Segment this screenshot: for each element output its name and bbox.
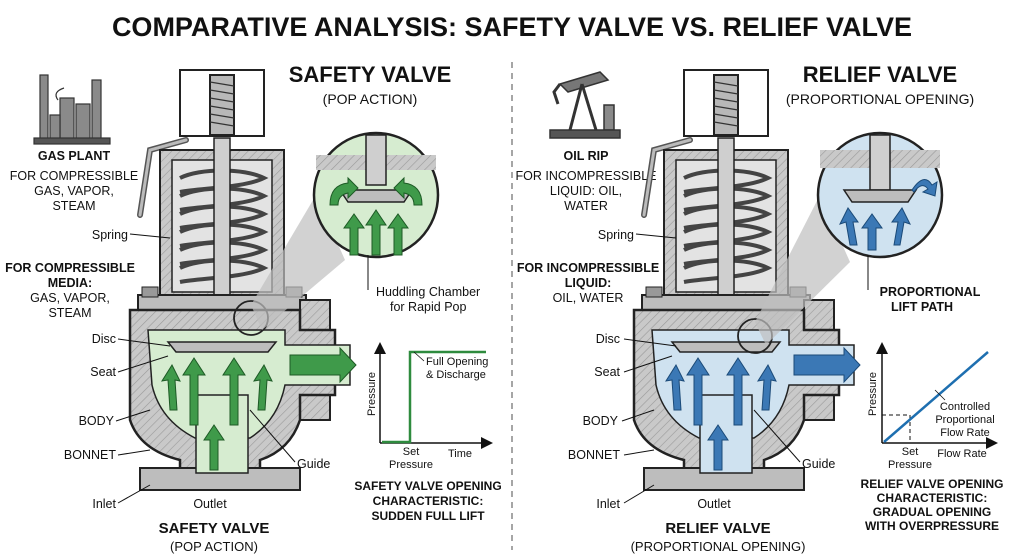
relief-char-caption-2: CHARACTERISTIC: bbox=[877, 491, 988, 505]
safety-plot-xtick-2: Pressure bbox=[389, 459, 433, 471]
relief-characteristic-plot bbox=[876, 342, 998, 449]
relief-plot-xtick-1: Set bbox=[902, 446, 919, 458]
safety-service-line-3: STEAM bbox=[52, 199, 95, 213]
safety-heading: SAFETY VALVE bbox=[289, 62, 452, 87]
safety-plant-label: GAS PLANT bbox=[38, 149, 111, 163]
safety-media-plain-1: GAS, VAPOR, bbox=[30, 291, 110, 305]
relief-zoom-bubble bbox=[816, 131, 944, 259]
safety-panel: GAS PLANT FOR COMPRESSIBLE GAS, VAPOR, S… bbox=[5, 62, 502, 554]
relief-label-guide: Guide bbox=[802, 457, 835, 471]
page-title: COMPARATIVE ANALYSIS: SAFETY VALVE VS. R… bbox=[112, 12, 912, 42]
safety-bottom-title: SAFETY VALVE bbox=[159, 520, 270, 537]
relief-char-caption-1: RELIEF VALVE OPENING bbox=[861, 477, 1004, 491]
relief-panel: OIL RIP FOR INCOMPRESSIBLE LIQUID: OIL, … bbox=[516, 62, 1004, 554]
relief-plot-xlabel: Flow Rate bbox=[937, 448, 987, 460]
relief-bottom-subtitle: (PROPORTIONAL OPENING) bbox=[631, 539, 806, 554]
safety-plot-xlabel: Time bbox=[448, 448, 472, 460]
safety-zoom-caption-2: for Rapid Pop bbox=[390, 300, 466, 314]
relief-bottom-title: RELIEF VALVE bbox=[665, 520, 770, 537]
safety-char-caption-2: CHARACTERISTIC: bbox=[373, 494, 484, 508]
safety-char-caption-3: SUDDEN FULL LIFT bbox=[371, 509, 485, 523]
relief-service-line-1: FOR INCOMPRESSIBLE bbox=[516, 169, 657, 183]
safety-label-inlet: Inlet bbox=[92, 497, 116, 511]
safety-plot-xtick-1: Set bbox=[403, 446, 420, 458]
relief-media-bold-2: LIQUID: bbox=[565, 276, 612, 290]
safety-label-outlet: Outlet bbox=[193, 497, 227, 511]
relief-heading: RELIEF VALVE bbox=[803, 62, 957, 87]
relief-label-disc: Disc bbox=[596, 332, 620, 346]
safety-label-bonnet: BONNET bbox=[64, 448, 116, 462]
relief-subheading: (PROPORTIONAL OPENING) bbox=[786, 91, 974, 107]
safety-plot-annotation-2: & Discharge bbox=[426, 369, 486, 381]
relief-plot-annotation-1: Controlled bbox=[940, 401, 990, 413]
relief-service-line-3: WATER bbox=[564, 199, 608, 213]
safety-subheading: (POP ACTION) bbox=[323, 91, 418, 107]
safety-media-bold-2: MEDIA: bbox=[48, 276, 92, 290]
relief-media-bold-1: FOR INCOMPRESSIBLE bbox=[517, 261, 659, 275]
safety-label-body: BODY bbox=[79, 414, 115, 428]
safety-char-caption-1: SAFETY VALVE OPENING bbox=[354, 479, 501, 493]
safety-bottom-subtitle: (POP ACTION) bbox=[170, 539, 258, 554]
safety-plot-annotation-1: Full Opening bbox=[426, 356, 488, 368]
relief-zoom-caption-1: PROPORTIONAL bbox=[880, 285, 981, 299]
relief-plot-annotation-2: Proportional bbox=[935, 414, 994, 426]
relief-char-caption-4: WITH OVERPRESSURE bbox=[865, 519, 999, 533]
safety-label-guide: Guide bbox=[297, 457, 330, 471]
safety-media-bold-1: FOR COMPRESSIBLE bbox=[5, 261, 135, 275]
safety-label-seat: Seat bbox=[90, 365, 116, 379]
relief-label-outlet: Outlet bbox=[697, 497, 731, 511]
safety-valve-drawing bbox=[130, 70, 357, 490]
gas-plant-icon bbox=[33, 74, 111, 145]
relief-plant-label: OIL RIP bbox=[564, 149, 609, 163]
relief-plot-ylabel: Pressure bbox=[867, 372, 879, 416]
safety-label-spring: Spring bbox=[92, 228, 128, 242]
relief-label-seat: Seat bbox=[594, 365, 620, 379]
safety-zoom-bubble bbox=[312, 131, 440, 259]
relief-char-caption-3: GRADUAL OPENING bbox=[873, 505, 991, 519]
relief-label-bonnet: BONNET bbox=[568, 448, 620, 462]
safety-characteristic-plot bbox=[374, 342, 493, 449]
safety-label-disc: Disc bbox=[92, 332, 116, 346]
relief-label-spring: Spring bbox=[598, 228, 634, 242]
oil-pump-icon bbox=[549, 71, 621, 139]
relief-label-inlet: Inlet bbox=[596, 497, 620, 511]
relief-plot-xtick-2: Pressure bbox=[888, 459, 932, 471]
safety-media-plain-2: STEAM bbox=[48, 306, 91, 320]
relief-curve bbox=[883, 351, 989, 443]
relief-zoom-caption-2: LIFT PATH bbox=[891, 300, 953, 314]
relief-media-plain-1: OIL, WATER bbox=[553, 291, 624, 305]
safety-plot-ylabel: Pressure bbox=[366, 372, 378, 416]
relief-label-body: BODY bbox=[583, 414, 619, 428]
safety-curve bbox=[382, 350, 486, 444]
safety-service-line-1: FOR COMPRESSIBLE bbox=[10, 169, 139, 183]
relief-plot-annotation-3: Flow Rate bbox=[940, 427, 990, 439]
safety-zoom-caption-1: Huddling Chamber bbox=[376, 285, 480, 299]
safety-service-line-2: GAS, VAPOR, bbox=[34, 184, 114, 198]
relief-service-line-2: LIQUID: OIL, bbox=[550, 184, 622, 198]
relief-valve-drawing bbox=[634, 70, 861, 490]
